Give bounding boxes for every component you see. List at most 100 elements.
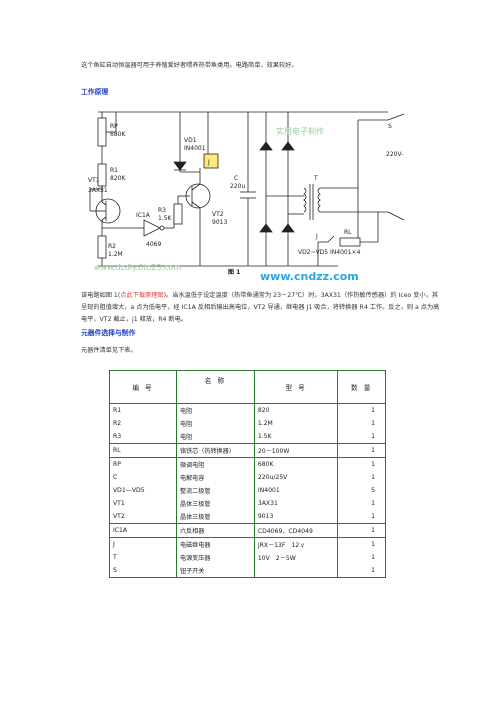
label-220v: 220V- [386,151,403,158]
label-c-val: 220u [230,183,245,190]
cell-name: 钮子开关 [176,564,255,578]
cell-name: 电源变压器 [176,551,255,564]
label-r1-val: 820K [110,175,126,182]
cell-model: IN4001 [253,484,339,497]
cell-model: 10V 2－5W [253,551,339,564]
cell-qty: 5 [337,484,386,497]
label-vt2-val: 9013 [212,219,227,226]
cell-model: 3AX31 [253,497,339,510]
cell-name: 电阻 [176,417,255,430]
cell-qty: 1 [337,497,386,510]
cell-id: R2 [109,417,177,430]
label-vd1-val: IN4001 [184,145,206,152]
cell-qty: 1 [337,443,386,458]
cell-name: 整流二极管 [176,484,255,497]
label-vt1: VT1 [88,177,100,184]
label-rl: RL [344,229,352,236]
cell-id: VT2 [109,510,177,524]
cell-name: 电解电容 [176,471,255,484]
cell-qty: 1 [337,537,386,551]
cell-id: VD1—VD5 [109,484,177,497]
cell-id: S [109,564,177,578]
cell-qty: 1 [337,510,386,524]
cell-id: IC1A [109,523,177,538]
label-vt1-val: 3AX31 [88,187,108,194]
cell-model [253,564,339,578]
header-qty: 数 量 [337,370,386,404]
label-t: T [313,175,318,182]
watermark-title: 实用电子制作 [276,126,324,136]
label-figure: 图 1 [228,268,240,276]
cell-name: 铬铁芯（热转换器） [176,443,255,458]
label-vt2: VT2 [212,211,224,218]
cell-id: R1 [109,403,177,417]
label-c: C [234,175,238,182]
label-r2-val: 1.2M [108,251,123,258]
cell-id: R3 [109,430,177,444]
cell-model: 1.2M [253,417,339,430]
watermark-site-2: www.cndzz.com [260,270,359,282]
cell-id: T [109,551,177,564]
cell-qty: 1 [337,564,386,578]
label-s: S [388,123,392,130]
cell-model: JRX－13F 12ｖ [253,537,339,551]
cell-name: 电阻 [176,430,255,444]
cell-model: 820 [253,403,339,417]
header-name: 名 称 [176,370,255,404]
cell-qty: 1 [337,551,386,564]
cell-model: 20－100W [253,443,339,458]
parts-intro: 元器件清单见下表。 [81,347,137,354]
label-r3: R3 [158,207,166,214]
cell-qty: 1 [337,417,386,430]
cell-name: 电阻 [176,403,255,417]
cell-model: 680K [253,457,339,471]
header-id: 编 号 [109,370,177,404]
download-link[interactable]: 点此下载原理图 [120,292,164,299]
cell-model: CD4069．CD4049 [253,523,339,538]
watermark-site-1: www.dzdiy.6to23.com [94,263,181,272]
table-header-row: 编 号 名 称 型 号 数 量 [109,370,386,404]
cell-id: VT1 [109,497,177,510]
cell-name: 微调电阻 [176,457,255,471]
cell-name: 晶体三极管 [176,497,255,510]
label-vd-bridge: VD2~VD5 IN4001×4 [298,249,361,256]
label-r1: R1 [110,167,118,174]
cell-model: 220u/25V [253,471,339,484]
section-heading-principle: 工作原理 [81,88,109,96]
cell-id: J [109,537,177,551]
cell-name: 六反相器 [176,523,255,538]
cell-qty: 1 [337,430,386,444]
label-j2: J [315,233,318,240]
header-model: 型 号 [253,370,339,404]
cell-model: 1.5K [253,430,339,444]
label-vd1: VD1 [184,137,197,144]
cell-qty: 1 [337,471,386,484]
para-after: )。当水温低于设定温度（热带鱼通常为 23－27℃）时，3AX31（作热敏传感器… [81,292,440,323]
cell-qty: 1 [337,457,386,471]
description-paragraph: 该电路如图 1(点此下载原理图)。当水温低于设定温度（热带鱼通常为 23－27℃… [81,290,441,326]
cell-qty: 1 [337,523,386,538]
cell-model: 9013 [253,510,339,524]
cell-qty: 1 [337,403,386,417]
label-ic-val: 4069 [146,241,161,248]
label-rp-val: 680K [110,131,126,138]
label-j: J [207,159,210,166]
cell-name: 晶体三极管 [176,510,255,524]
cell-id: RP [109,457,177,471]
para-before: 该电路如图 1( [81,292,121,299]
circuit-diagram: RP 680K R1 820K VT1 3AX31 R2 1.2M IC1A 4… [88,104,416,282]
